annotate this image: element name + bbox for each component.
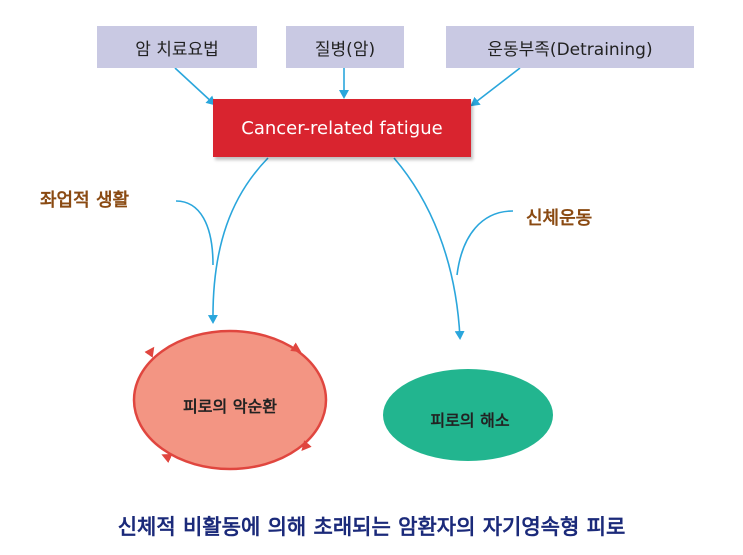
input-label-detraining: 운동부족(Detraining) bbox=[487, 39, 653, 60]
input-box-cancer-treatment: 암 치료요법 bbox=[97, 26, 257, 68]
input-box-detraining: 운동부족(Detraining) bbox=[446, 26, 694, 68]
arrow-sedentary-merge bbox=[175, 200, 214, 266]
arrow-detrain-to-center bbox=[470, 67, 521, 107]
arrow-center-to-vicious bbox=[207, 157, 269, 324]
input-box-disease: 질병(암) bbox=[286, 26, 404, 68]
center-box-cancer-fatigue: Cancer-related fatigue bbox=[213, 99, 471, 157]
branch-label-sedentary: 좌업적 생활 bbox=[40, 190, 130, 211]
arrow-exercise-merge bbox=[456, 210, 514, 276]
input-label-cancer-treatment: 암 치료요법 bbox=[135, 39, 219, 60]
diagram-caption: 신체적 비활동에 의해 초래되는 암환자의 자기영속형 피로 bbox=[117, 515, 626, 539]
outcome-label-resolution: 피로의 해소 bbox=[430, 411, 510, 430]
input-label-disease: 질병(암) bbox=[314, 39, 376, 60]
arrow-treatment-to-center bbox=[174, 67, 216, 106]
branch-label-exercise: 신체운동 bbox=[526, 208, 593, 229]
center-label: Cancer-related fatigue bbox=[241, 117, 443, 139]
ellipse-resolution bbox=[383, 369, 553, 461]
arrow-center-to-resolution bbox=[393, 157, 465, 340]
outcome-label-vicious-cycle: 피로의 악순환 bbox=[183, 397, 277, 416]
ellipse-vicious-cycle bbox=[132, 329, 328, 471]
